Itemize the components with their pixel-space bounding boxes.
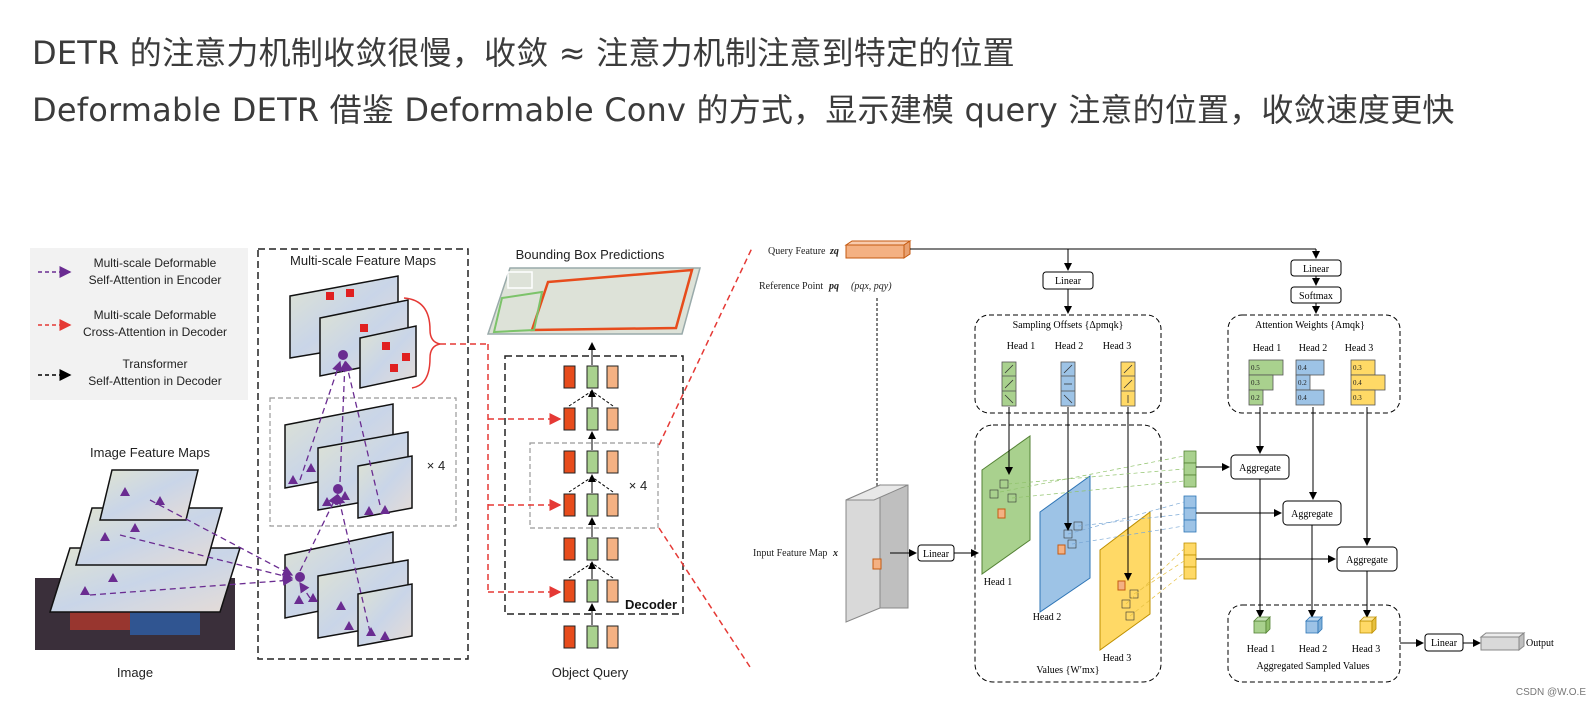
agg-head2-label: Head 2 [1299,644,1328,655]
encoder-repeat-label: × 4 [427,458,445,473]
weight-h3-1: 0.4 [1353,379,1362,387]
title-line-2: Deformable DETR 借鉴 Deformable Conv 的方式，显… [32,91,1455,129]
legend-decoder-line2: Cross-Attention in Decoder [83,325,227,339]
input-symbol: x [832,548,838,559]
encoder-block: Multi-scale Feature Maps [89,248,469,660]
ref-coords: (pqx, pqy) [851,281,892,292]
values-label: Values {W′mx} [1036,665,1099,676]
aggregated-values-label: Aggregated Sampled Values [1256,661,1369,672]
image-feature-map-small [99,469,199,521]
values-head1-label: Head 1 [984,577,1013,588]
aggregate-label-3: Aggregate [1346,555,1388,566]
multi-scale-feature-maps-label: Multi-scale Feature Maps [290,253,436,268]
legend: Multi-scale Deformable Self-Attention in… [30,248,248,400]
weight-h2-0: 0.4 [1298,364,1307,372]
weights-head2-label: Head 2 [1299,343,1328,354]
value-maps [981,435,1151,651]
deformable-attention-module: Query Feature zq Reference Point pq (pqx… [753,240,1554,683]
feature-stack-bottom [284,531,413,647]
weight-h1-1: 0.3 [1251,379,1260,387]
attention-weights-label: Attention Weights {Amqk} [1255,320,1365,331]
offsets-head1-label: Head 1 [1007,341,1036,352]
feature-stack-top [289,275,441,389]
legend-encoder-line2: Self-Attention in Encoder [89,273,222,287]
weight-h2-1: 0.2 [1298,379,1307,387]
weights-head3-label: Head 3 [1345,343,1374,354]
output-label: Output [1526,638,1554,649]
query-feature-label: Query Feature [768,246,826,257]
linear-attention-label: Linear [1303,264,1330,275]
weight-h1-0: 0.5 [1251,364,1260,372]
object-query-label: Object Query [552,665,629,680]
legend-self-line2: Self-Attention in Decoder [88,374,221,388]
bbox-predictions: Bounding Box Predictions [486,247,701,335]
weights-head1-label: Head 1 [1253,343,1282,354]
legend-decoder-line1: Multi-scale Deformable [94,308,217,322]
query-symbol: zq [829,246,839,257]
cross-attention-arrows [440,247,753,671]
watermark: CSDN @W.O.E [1515,687,1586,698]
weight-h3-0: 0.3 [1353,364,1362,372]
decoder-block: Decoder × 4 Object Query [504,342,684,680]
softmax-label: Softmax [1299,291,1333,302]
linear-input-label: Linear [923,549,950,560]
reference-point-label: Reference Point [759,281,823,292]
ref-symbol: pq [828,281,839,292]
decoder-repeat-label: × 4 [629,478,647,493]
sampling-offsets-label: Sampling Offsets {Δpmqk} [1013,320,1124,331]
weight-h3-2: 0.3 [1353,394,1362,402]
aggregate-label-1: Aggregate [1239,463,1281,474]
bbox-predictions-label: Bounding Box Predictions [516,247,665,262]
decoder-tokens [563,365,619,649]
agg-head1-label: Head 1 [1247,644,1276,655]
weight-h1-2: 0.2 [1251,394,1260,402]
weight-h2-2: 0.4 [1298,394,1307,402]
title-line-1: DETR 的注意力机制收敛很慢，收敛 ≈ 注意力机制注意到特定的位置 [32,34,1015,72]
offsets-head3-label: Head 3 [1103,341,1132,352]
values-head2-label: Head 2 [1033,612,1062,623]
values-head3-label: Head 3 [1103,653,1132,664]
linear-offsets-label: Linear [1055,276,1082,287]
linear-output-label: Linear [1431,638,1458,649]
legend-encoder-line1: Multi-scale Deformable [94,256,217,270]
image-feature-maps: Image Feature Maps Image [35,445,242,680]
image-label: Image [117,665,153,680]
aggregate-label-2: Aggregate [1291,509,1333,520]
feature-stack-middle [284,403,413,519]
input-feature-map-label: Input Feature Map [753,548,827,559]
decoder-label: Decoder [625,597,677,612]
bbox-green [492,290,544,334]
legend-self-line1: Transformer [123,357,188,371]
image-feature-maps-label: Image Feature Maps [90,445,210,460]
agg-head3-label: Head 3 [1352,644,1381,655]
offsets-head2-label: Head 2 [1055,341,1084,352]
